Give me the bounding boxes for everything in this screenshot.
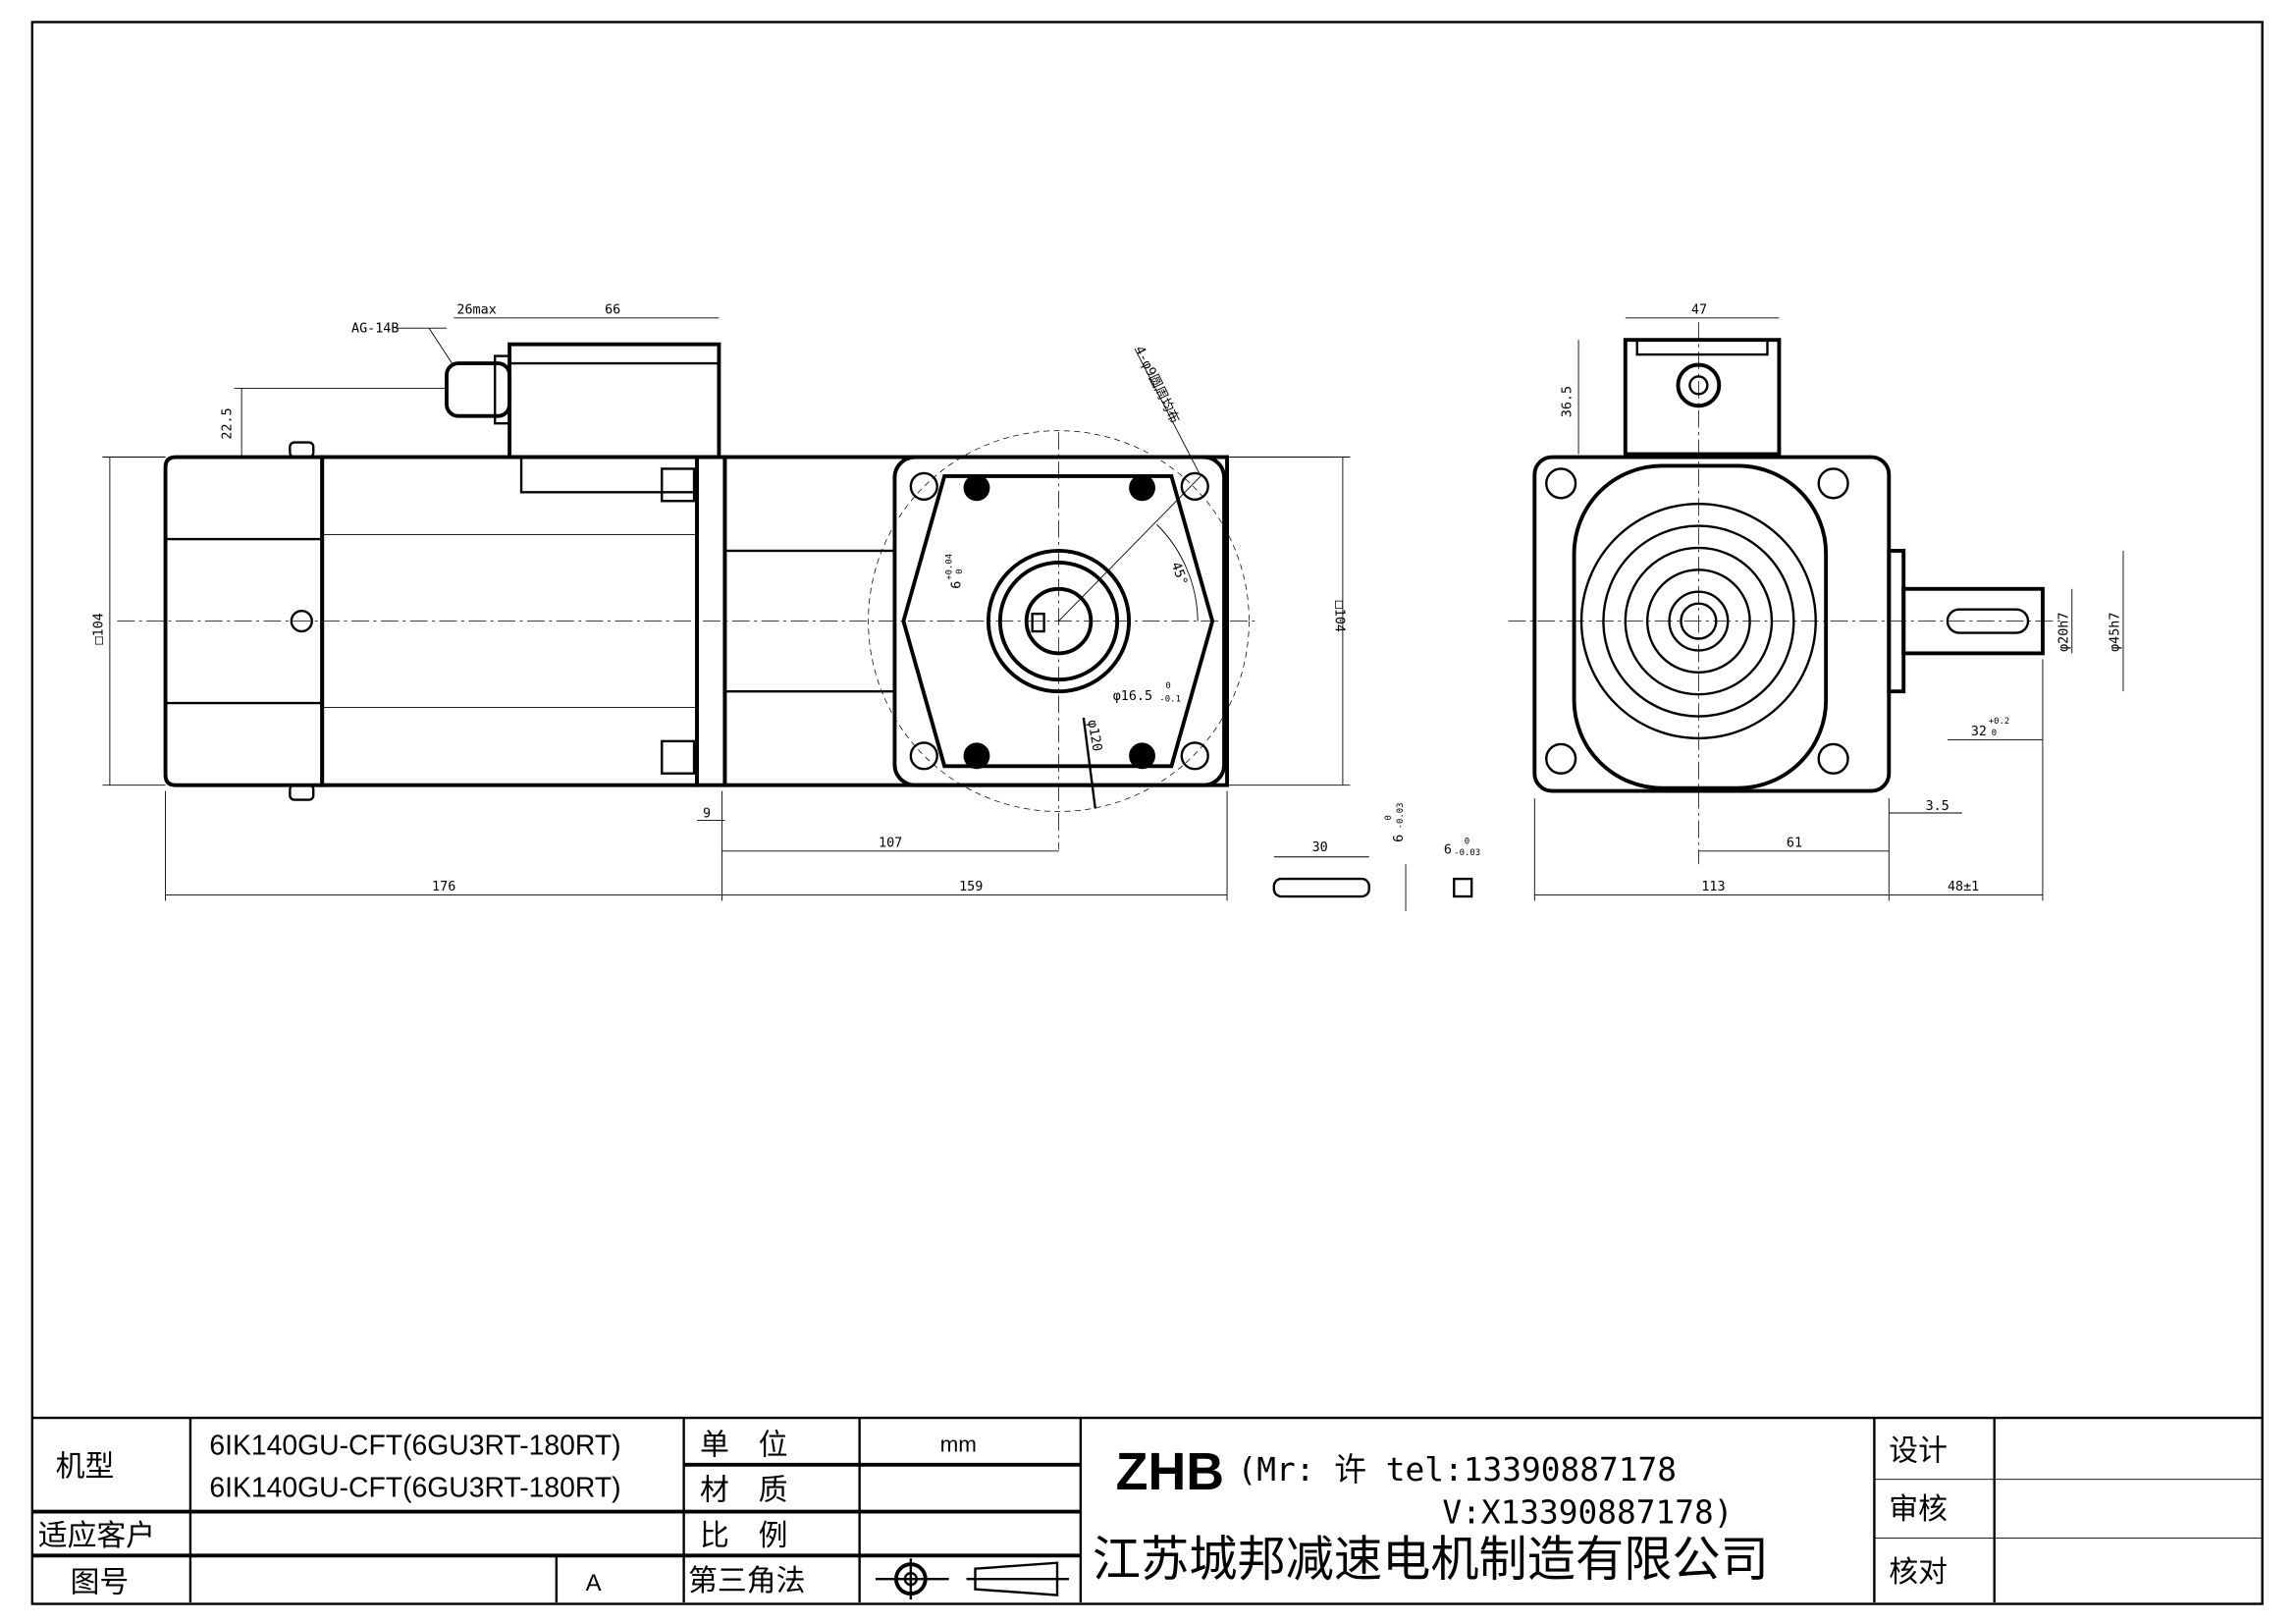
dim-pilot: 3.5 bbox=[1926, 799, 1949, 814]
shaft-diameter: φ20h7 bbox=[2056, 613, 2071, 652]
title-block: 机型 6IK140GU-CFT(6GU3RT-180RT) 6IK140GU-C… bbox=[31, 1416, 2263, 1603]
dim-motor-length: 176 bbox=[432, 880, 455, 894]
scale-label: 比 例 bbox=[700, 1519, 787, 1553]
key-width-tol-lower: 0 bbox=[955, 568, 965, 573]
pilot-diameter: φ45h7 bbox=[2109, 613, 2123, 652]
dim-shaft-center: 107 bbox=[879, 836, 902, 850]
dim-square-left: □104 bbox=[91, 613, 106, 644]
dim-shaft: 48±1 bbox=[1948, 880, 1979, 894]
key-height-tol-upper: 0 bbox=[1384, 815, 1394, 820]
contact-line-2: V:X13390887178) bbox=[1442, 1493, 1733, 1531]
dim-flange: 9 bbox=[703, 806, 711, 821]
dim-box-width-end: 47 bbox=[1691, 302, 1707, 317]
review-label: 审核 bbox=[1889, 1492, 1948, 1527]
shaft-length-tol-lower: 0 bbox=[1992, 729, 1997, 738]
angle-label: 45° bbox=[1168, 561, 1190, 588]
company-name: 江苏城邦减速电机制造有限公司 bbox=[1093, 1531, 1769, 1588]
dim-box-height: 22.5 bbox=[221, 407, 236, 439]
key-width-tol-lower: -0.03 bbox=[1454, 848, 1480, 858]
model-line-1: 6IK140GU-CFT(6GU3RT-180RT) bbox=[209, 1430, 620, 1461]
screw-icon bbox=[290, 609, 313, 633]
key-width-tol-upper: +0.04 bbox=[945, 554, 955, 580]
unit-value: mm bbox=[940, 1432, 977, 1456]
bore-tol-lower: -0.1 bbox=[1159, 695, 1181, 705]
key-width-tol-upper: 0 bbox=[1465, 837, 1469, 846]
design-label: 设计 bbox=[1889, 1434, 1948, 1468]
holes-note: 4-φ9圆周均布 bbox=[1131, 344, 1182, 426]
key-height: 6 bbox=[1392, 835, 1407, 842]
dim-square-right: □104 bbox=[1331, 601, 1346, 632]
dim-width: 113 bbox=[1701, 880, 1725, 894]
contact-line-1: (Mr: 许 tel:13390887178 bbox=[1237, 1451, 1676, 1488]
bore-dia: φ16.5 bbox=[1113, 689, 1152, 704]
key-width: 6 bbox=[950, 581, 965, 589]
model-line-2: 6IK140GU-CFT(6GU3RT-180RT) bbox=[209, 1473, 620, 1504]
pcd-label: φ120 bbox=[1084, 719, 1103, 752]
terminal-box bbox=[507, 342, 721, 460]
shaft-length: 32 bbox=[1971, 725, 1987, 739]
key-detail: 30 6 0 -0.03 6 0 -0.03 bbox=[1272, 802, 1480, 911]
material-label: 材 质 bbox=[700, 1474, 787, 1508]
revision: A bbox=[586, 1570, 602, 1596]
shaft-length-tol-upper: +0.2 bbox=[1989, 717, 2010, 727]
side-view: AG-14B 26max 66 22.5 □104 9 176 107 159 … bbox=[91, 302, 1351, 901]
bore-tol-upper: 0 bbox=[1165, 681, 1170, 691]
dim-center: 61 bbox=[1787, 836, 1802, 850]
drawing-frame bbox=[30, 21, 2264, 1605]
key-length: 30 bbox=[1312, 840, 1328, 855]
check-label: 核对 bbox=[1889, 1555, 1948, 1590]
third-angle-projection-icon bbox=[876, 1558, 1069, 1600]
end-view: 47 36.5 φ20h7 φ45h7 32 +0.2 0 3.5 61 113… bbox=[1508, 302, 2124, 901]
dim-box-height-end: 36.5 bbox=[1561, 386, 1575, 417]
brand: ZHB bbox=[1116, 1442, 1224, 1501]
pcd-circle bbox=[868, 430, 1250, 812]
dim-gland: 26max bbox=[456, 302, 496, 317]
cable-gland bbox=[445, 361, 512, 418]
dim-gear-length: 159 bbox=[959, 880, 983, 894]
unit-label: 单 位 bbox=[700, 1428, 787, 1462]
drawing-no-label: 图号 bbox=[71, 1566, 130, 1600]
key-height-tol-lower: -0.03 bbox=[1396, 802, 1406, 829]
model-label: 机型 bbox=[56, 1450, 115, 1485]
dim-box-width: 66 bbox=[605, 302, 620, 317]
projection-label: 第三角法 bbox=[688, 1564, 805, 1598]
gland-label: AG-14B bbox=[351, 322, 399, 337]
customer-label: 适应客户 bbox=[38, 1519, 155, 1553]
key-width: 6 bbox=[1444, 843, 1452, 858]
